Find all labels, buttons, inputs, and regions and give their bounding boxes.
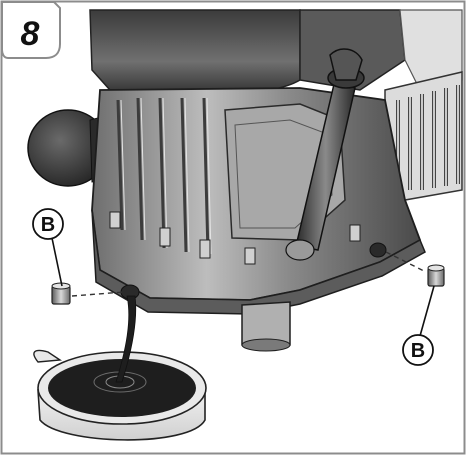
plug-path-right: [385, 251, 427, 273]
callout-b-left: B: [32, 208, 64, 240]
drain-plug-right: [427, 264, 445, 287]
callout-letter: B: [411, 340, 425, 362]
oil-drain-pan: [33, 349, 207, 441]
drain-plug-left: [51, 282, 71, 305]
oil-stream: [115, 295, 137, 383]
callout-b-right: B: [402, 334, 434, 366]
callout-leader-left: [51, 237, 63, 287]
step-number: 8: [21, 15, 40, 53]
callout-letter: B: [41, 214, 55, 236]
callout-leader-right: [419, 285, 435, 337]
dipstick-tube: [285, 48, 365, 261]
step-number-badge: 8: [1, 1, 61, 59]
engine-shroud: [89, 9, 463, 97]
